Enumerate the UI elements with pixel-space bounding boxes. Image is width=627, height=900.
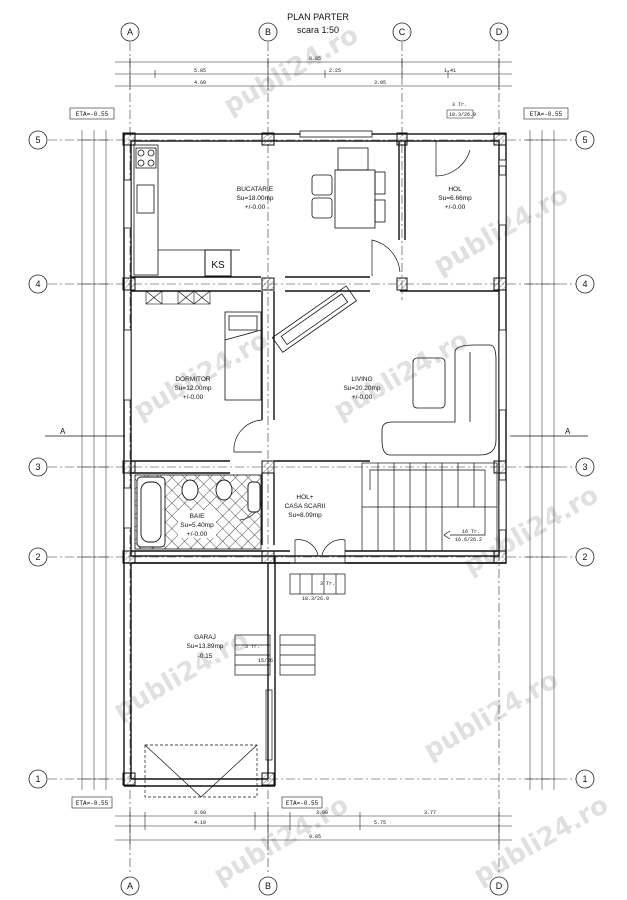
watermarks: publi24.ro publi24.ro publi24.ro publi24… [109, 20, 614, 891]
room-name-stairhall: HOL+ [296, 494, 313, 501]
bed [224, 311, 262, 401]
ks-label: KS [211, 260, 225, 271]
room-name-bedroom: DORMITOR [175, 376, 211, 383]
garage-stair-steps: 3 Tr. [245, 644, 260, 650]
axis-label-left: 4 [35, 279, 40, 289]
axis-label-top: C [399, 27, 406, 37]
room-area-garage: Su=13.89mp [186, 643, 223, 650]
bath-fixtures [136, 476, 261, 548]
axis-label-left: 3 [35, 462, 40, 472]
axis-bubbles [28, 22, 595, 896]
axis-label-bottom: B [265, 881, 271, 891]
axis-label-left: 5 [35, 135, 40, 145]
dimension-lines-top [115, 58, 512, 90]
dimension-text: 3.95 [374, 80, 386, 86]
garage-staircase [234, 634, 316, 676]
structural-columns [122, 132, 507, 786]
elevation-label: ETA=-0.55 [530, 111, 563, 118]
section-mark-right: A [565, 427, 571, 436]
dimension-text: 3.60 [194, 810, 206, 816]
elevation-label: ETA=-0.55 [76, 111, 109, 118]
room-name-kitchen: BUCATARIE [237, 186, 274, 193]
garage-stair-ratio: 15/26 [258, 658, 273, 664]
dimension-text: 2.25 [329, 68, 341, 74]
room-area-bath: Su=5.40mp [180, 522, 214, 529]
axis-label-right: 3 [582, 462, 587, 472]
dimension-text: 4.10 [194, 820, 206, 826]
axis-label-bottom: A [127, 881, 133, 891]
dimension-text: 5.75 [374, 820, 386, 826]
room-level-bath: +/-0.00 [187, 531, 208, 538]
room-name-hall: HOL [448, 186, 462, 193]
dimension-text: 1.41 [444, 68, 456, 74]
axis-label-left: 2 [35, 552, 40, 562]
room-level-living: +/-0.00 [352, 394, 373, 401]
dimension-text: 3.77 [424, 810, 436, 816]
svg-text:publi24.ro: publi24.ro [459, 480, 604, 581]
wardrobe [145, 290, 211, 305]
garage-door [144, 689, 273, 798]
elevation-label: ETA=-0.55 [286, 800, 319, 807]
room-area-stairhall: Su=8.09mp [288, 512, 322, 519]
room-level-kitchen: +/-0.00 [245, 204, 266, 211]
axis-label-left: 1 [35, 774, 40, 784]
main-staircase [361, 462, 498, 552]
entry-stair-steps: 3 Tr. [320, 581, 335, 587]
room-name-garage: GARAJ [194, 634, 216, 641]
top-stair-ratio: 18.3/26.0 [449, 112, 476, 118]
windows [123, 130, 507, 531]
plan-scale: scara 1:50 [297, 25, 339, 35]
elevation-label: ETA=-0.55 [76, 800, 109, 807]
svg-text:publi24.ro: publi24.ro [469, 790, 614, 891]
section-mark-left: A [60, 427, 66, 436]
svg-text:publi24.ro: publi24.ro [329, 325, 474, 426]
axis-label-right: 5 [582, 135, 587, 145]
dimension-text: 5.85 [194, 68, 206, 74]
room-name-bath: BAIE [190, 513, 205, 520]
room-level-bedroom: +/-0.00 [183, 394, 204, 401]
room-area-kitchen: Su=18.00mp [236, 195, 273, 202]
room-area-living: Su=20.20mp [343, 385, 380, 392]
axis-label-right: 4 [582, 279, 587, 289]
room-name2-stairhall: CASA SCARII [285, 503, 326, 510]
stair-ratio: 16.6/26.2 [455, 537, 482, 543]
top-stair-steps: 3 Tr. [452, 102, 467, 108]
entry-stair-ratio: 18.3/26.0 [302, 596, 329, 602]
room-level-hall: +/-0.00 [445, 204, 466, 211]
svg-text:publi24.ro: publi24.ro [219, 20, 364, 121]
dimension-text: 8.85 [309, 56, 321, 62]
axis-label-right: 1 [582, 774, 587, 784]
stair-steps: 16 Tr. [462, 529, 480, 535]
plan-title: PLAN PARTER [287, 12, 349, 22]
dimension-text: 4.60 [194, 80, 206, 86]
dimension-text: 3.00 [316, 810, 328, 816]
entry-staircase [289, 573, 346, 595]
room-level-garage: -0.15 [198, 653, 213, 660]
axis-label-top: B [265, 27, 271, 37]
axis-label-top: D [496, 27, 503, 37]
room-name-living: LIVING [351, 376, 372, 383]
dimension-text: 9.85 [309, 834, 321, 840]
svg-text:publi24.ro: publi24.ro [209, 790, 354, 891]
axis-label-right: 2 [582, 552, 587, 562]
grid-lines [48, 42, 582, 875]
kitchen-fixtures [133, 144, 386, 277]
room-area-bedroom: Su=12.00mp [174, 385, 211, 392]
axis-label-top: A [127, 27, 133, 37]
living-furniture [271, 285, 497, 456]
room-area-hall: Su=6.66mp [438, 195, 472, 202]
dimension-lines-bottom [115, 812, 512, 844]
dimension-lines-side [78, 130, 558, 790]
axis-label-bottom: D [496, 881, 503, 891]
